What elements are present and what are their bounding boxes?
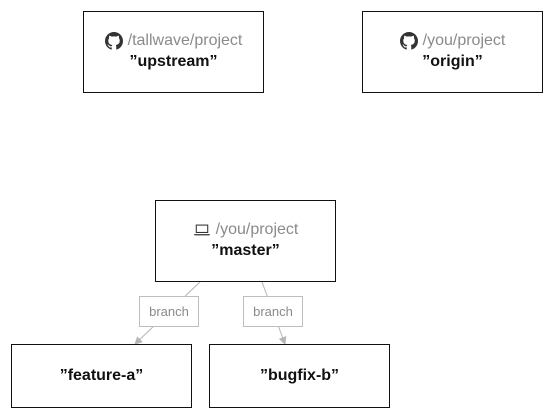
- node-name: ”origin”: [422, 53, 483, 70]
- node-origin: /you/project ”origin”: [362, 11, 543, 93]
- node-name: ”master”: [211, 242, 280, 259]
- node-path: /you/project: [215, 221, 299, 238]
- node-feature-a: ”feature-a”: [11, 344, 192, 408]
- laptop-icon: [193, 221, 211, 239]
- node-name: ”feature-a”: [59, 367, 144, 384]
- github-icon: [399, 32, 418, 50]
- edge-label-branch: branch: [139, 296, 199, 327]
- node-name: ”upstream”: [129, 53, 218, 70]
- node-path: /tallwave/project: [127, 32, 243, 49]
- node-name: ”bugfix-b”: [259, 367, 340, 384]
- node-bugfix-b: ”bugfix-b”: [209, 344, 390, 408]
- node-path: /you/project: [422, 32, 506, 49]
- edge-label-branch: branch: [243, 296, 303, 327]
- node-upstream: /tallwave/project ”upstream”: [83, 11, 264, 93]
- github-icon: [104, 32, 123, 50]
- node-local-master: /you/project ”master”: [155, 200, 336, 282]
